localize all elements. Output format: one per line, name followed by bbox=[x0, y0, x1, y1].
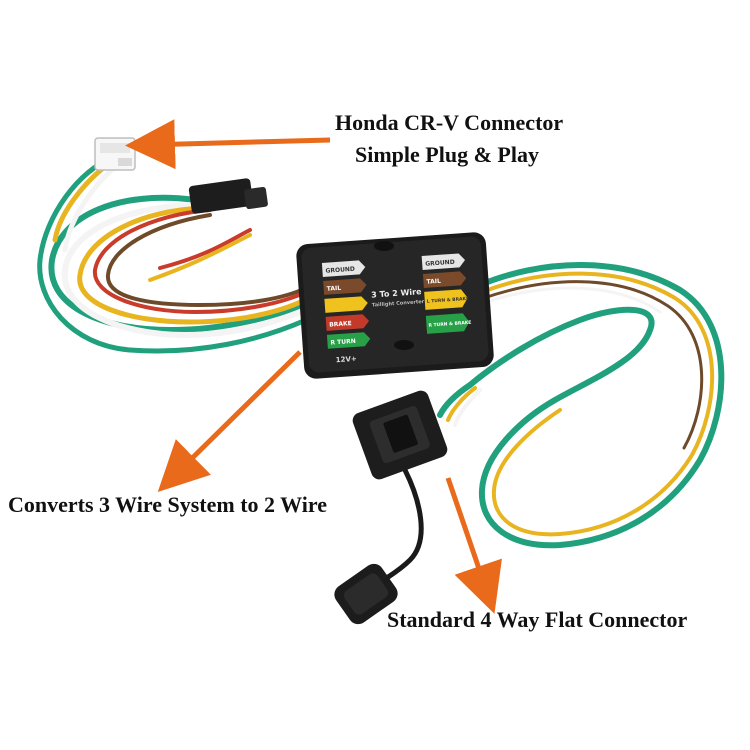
callout-arrows bbox=[125, 119, 502, 614]
inline-connector bbox=[188, 178, 268, 214]
callout-honda-title: Honda CR-V Connector bbox=[335, 110, 564, 135]
box-right-label-2: TAIL bbox=[426, 278, 441, 286]
right-wire-bundle bbox=[437, 262, 725, 549]
box-right-label-3: L TURN & BRAKE bbox=[427, 296, 470, 305]
callout-honda-subtitle: Simple Plug & Play bbox=[355, 142, 539, 167]
flat-connector bbox=[334, 390, 448, 625]
box-left-label-1: GROUND bbox=[325, 266, 355, 275]
arrow-honda bbox=[125, 119, 331, 170]
honda-connector bbox=[94, 137, 136, 171]
callout-converts: Converts 3 Wire System to 2 Wire bbox=[8, 492, 327, 517]
callout-standard: Standard 4 Way Flat Connector bbox=[387, 607, 688, 632]
box-voltage: 12V+ bbox=[335, 355, 357, 364]
arrow-standard bbox=[445, 477, 502, 614]
left-wire-bundle bbox=[37, 155, 309, 354]
arrow-converts bbox=[157, 350, 302, 493]
box-left-label-2: TAIL bbox=[326, 285, 341, 293]
box-right-label-1: GROUND bbox=[425, 259, 455, 268]
box-right-label-4: R TURN & BRAKE bbox=[428, 320, 471, 329]
box-left-label-4: BRAKE bbox=[329, 320, 352, 329]
box-subtitle: Taillight Converter bbox=[372, 299, 425, 309]
box-left-label-5: R TURN bbox=[330, 338, 356, 347]
box-title: 3 To 2 Wire bbox=[371, 287, 422, 300]
converter-box: GROUND TAIL BRAKE R TURN 12V+ 3 To 2 Wir… bbox=[296, 232, 494, 379]
